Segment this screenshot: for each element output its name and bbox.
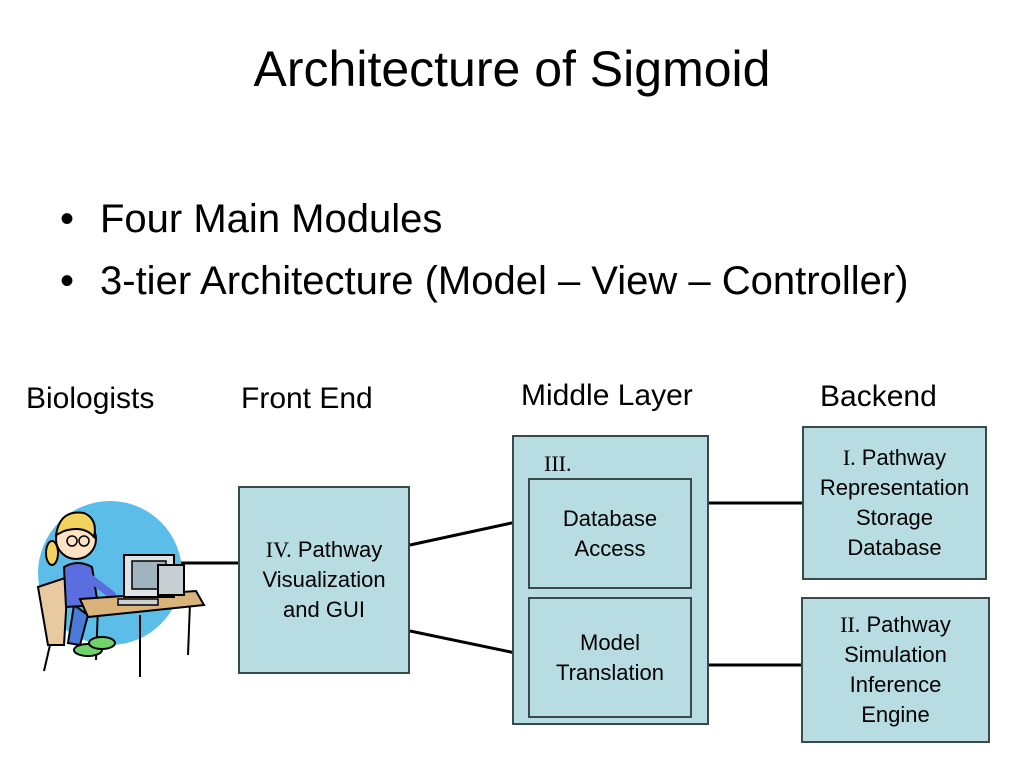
frontend-line-1: IV. Pathway	[262, 535, 385, 565]
backend-storage-line-4: Database	[847, 535, 942, 560]
biologist-icon	[28, 495, 218, 695]
database-access-line: Database	[562, 505, 658, 531]
bullet-text: 3-tier Architecture (Model – View – Cont…	[100, 259, 909, 303]
link-frontend-database	[409, 517, 531, 547]
backend-storage-line-2: Representation	[819, 475, 970, 500]
column-label-middle-layer: Middle Layer	[521, 379, 693, 412]
backend-storage-line-1: I. Pathway	[820, 443, 969, 473]
bullet-mark: •	[60, 259, 75, 303]
frontend-module-box: IV. Pathway Visualization and GUI	[238, 486, 410, 674]
link-frontend-model	[409, 629, 531, 658]
backend-storage-text: I. Pathway Representation Storage Databa…	[820, 443, 969, 563]
model-translation-line: Translation	[555, 659, 664, 685]
model-translation-line: Model	[580, 629, 640, 655]
backend-engine-box: II. Pathway Simulation Inference Engine	[801, 597, 990, 743]
module-line: Pathway	[866, 612, 951, 637]
database-access-box: Database Access	[528, 478, 692, 589]
bullet-mark: •	[60, 197, 75, 241]
bullet-text: Four Main Modules	[100, 197, 443, 241]
module-numeral: IV.	[265, 537, 292, 562]
backend-engine-line-2: Simulation	[844, 642, 947, 667]
backend-engine-line-4: Engine	[861, 702, 930, 727]
column-label-backend: Backend	[820, 380, 937, 413]
bullet-item: • 3-tier Architecture (Model – View – Con…	[60, 250, 908, 312]
model-translation-text: Model Translation	[556, 628, 664, 688]
backend-storage-box: I. Pathway Representation Storage Databa…	[802, 426, 987, 580]
database-access-line: Access	[574, 535, 646, 561]
page-title: Architecture of Sigmoid	[253, 41, 771, 97]
module-numeral: I.	[842, 445, 856, 470]
module-line: Pathway	[861, 445, 947, 470]
column-label-front-end: Front End	[241, 382, 373, 415]
bullet-list: • Four Main Modules • 3-tier Architecture …	[60, 188, 908, 312]
frontend-module-text: IV. Pathway Visualization and GUI	[262, 535, 385, 625]
model-translation-box: Model Translation	[528, 597, 692, 718]
backend-storage-line-3: Storage	[855, 505, 934, 530]
module-numeral: II.	[840, 612, 861, 637]
backend-engine-text: II. Pathway Simulation Inference Engine	[840, 610, 951, 730]
backend-engine-line-1: II. Pathway	[840, 610, 951, 640]
column-label-biologists: Biologists	[26, 382, 155, 415]
database-access-text: Database Access	[563, 504, 657, 564]
frontend-line-3: and GUI	[283, 597, 365, 622]
middle-layer-numeral: III.	[544, 451, 572, 476]
bullet-item: • Four Main Modules	[60, 188, 908, 250]
module-line: Pathway	[297, 537, 383, 562]
backend-engine-line-3: Inference	[849, 672, 942, 697]
frontend-line-2: Visualization	[262, 567, 386, 592]
